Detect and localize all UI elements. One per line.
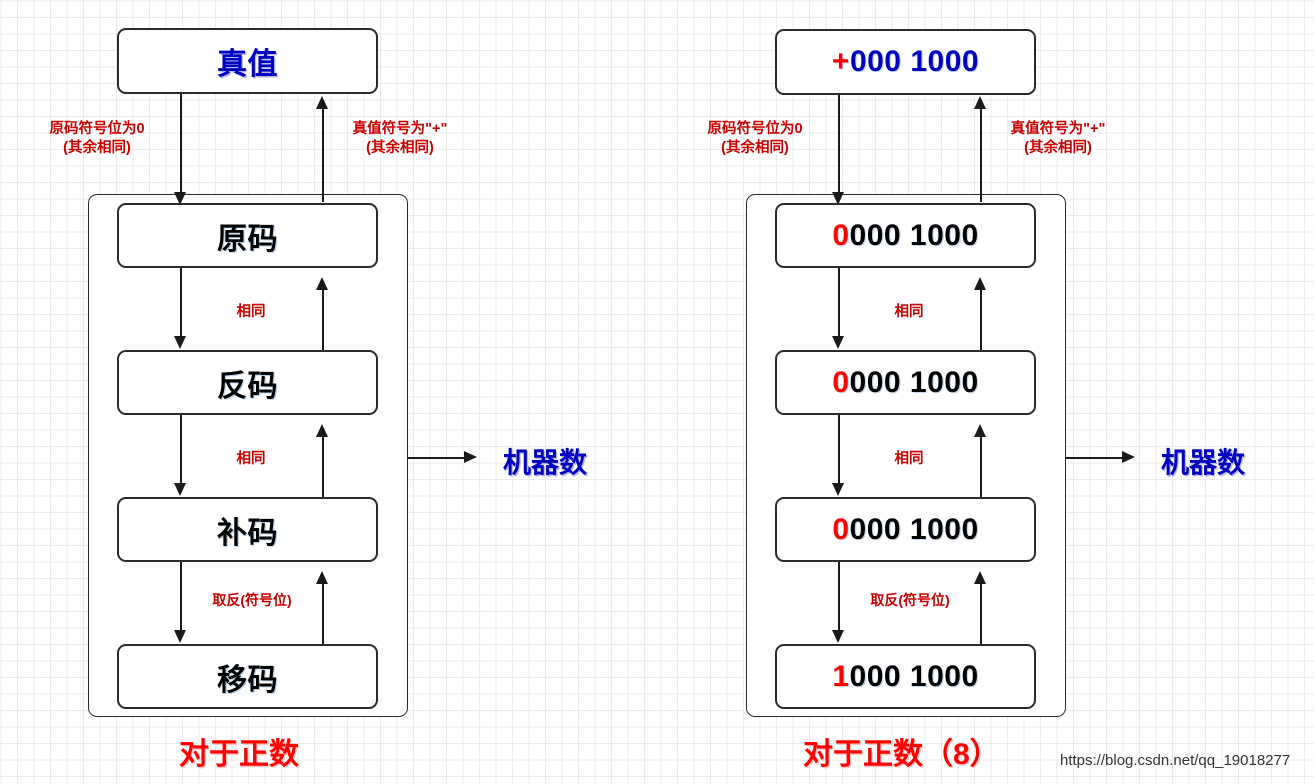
right-machine-number-group bbox=[746, 194, 1066, 717]
right-caption: 对于正数（8） bbox=[803, 738, 1000, 771]
right-edge-truth-to-original-arrow bbox=[832, 192, 844, 205]
right-output-label: 机器数 bbox=[1161, 447, 1246, 478]
right-truth-value-sign: + bbox=[831, 45, 850, 78]
left-inner-edge1-up-arrow bbox=[316, 277, 328, 290]
right-node-twos-complement-rest: 000 1000 bbox=[849, 512, 979, 546]
left-node-shifted-code[interactable]: 移码 bbox=[117, 644, 378, 709]
left-inner-edge3-label: 取反(符号位) bbox=[212, 592, 292, 608]
right-node-twos-complement-label: 0000 1000 bbox=[832, 513, 978, 547]
left-inner-edge3-up-arrow bbox=[316, 571, 328, 584]
right-inner-edge2-up-arrow bbox=[974, 424, 986, 437]
left-inner-edge1-down-arrow bbox=[174, 336, 186, 349]
left-inner-edge3-down-arrow bbox=[174, 630, 186, 643]
right-output-arrow bbox=[1122, 451, 1135, 463]
right-node-shifted-code-label: 1000 1000 bbox=[832, 660, 978, 694]
right-node-shifted-code-sign: 1 bbox=[832, 659, 850, 693]
left-edge-truth-to-original-arrow bbox=[174, 192, 186, 205]
right-truth-value-digits: 000 1000 bbox=[849, 45, 980, 78]
left-edge-original-to-truth-line bbox=[322, 100, 324, 202]
left-edge-truth-to-original-line bbox=[180, 94, 182, 194]
right-inner-edge2-down-arrow bbox=[832, 483, 844, 496]
right-inner-edge2-down-line bbox=[838, 415, 840, 484]
left-inner-edge2-up-arrow bbox=[316, 424, 328, 437]
left-inner-edge1-down-line bbox=[180, 268, 182, 337]
left-inner-edge3-up-line bbox=[322, 575, 324, 644]
right-inner-edge3-down-line bbox=[838, 562, 840, 631]
left-output-line bbox=[408, 457, 466, 459]
right-node-shifted-code[interactable]: 1000 1000 bbox=[775, 644, 1036, 709]
left-caption: 对于正数 bbox=[179, 738, 299, 771]
left-edge-original-to-truth-arrow bbox=[316, 96, 328, 109]
right-inner-edge1-down-line bbox=[838, 268, 840, 337]
right-edge-original-to-truth-label: 真值符号为"+" (其余相同) bbox=[1010, 121, 1106, 156]
right-edge-truth-to-original-label: 原码符号位为0 (其余相同) bbox=[707, 121, 803, 156]
right-truth-value-label: +000 1000 bbox=[832, 45, 979, 79]
right-node-original-code-sign: 0 bbox=[832, 218, 850, 252]
right-node-ones-complement-rest: 000 1000 bbox=[849, 365, 979, 399]
right-node-ones-complement[interactable]: 0000 1000 bbox=[775, 350, 1036, 415]
left-inner-edge2-up-line bbox=[322, 428, 324, 497]
left-node-original-code-label: 原码 bbox=[217, 222, 278, 256]
left-truth-value-node[interactable]: 真值 bbox=[117, 28, 378, 94]
right-node-twos-complement-sign: 0 bbox=[832, 512, 850, 546]
right-node-original-code[interactable]: 0000 1000 bbox=[775, 203, 1036, 268]
left-node-original-code[interactable]: 原码 bbox=[117, 203, 378, 268]
left-node-ones-complement-label: 反码 bbox=[217, 369, 278, 403]
right-inner-edge1-label: 相同 bbox=[894, 304, 924, 320]
left-node-ones-complement[interactable]: 反码 bbox=[117, 350, 378, 415]
right-node-original-code-label: 0000 1000 bbox=[832, 219, 978, 253]
right-node-twos-complement[interactable]: 0000 1000 bbox=[775, 497, 1036, 562]
right-edge-original-to-truth-arrow bbox=[974, 96, 986, 109]
right-inner-edge3-up-line bbox=[980, 575, 982, 644]
left-inner-edge2-label: 相同 bbox=[236, 451, 266, 467]
left-inner-edge1-up-line bbox=[322, 281, 324, 350]
right-node-original-code-rest: 000 1000 bbox=[849, 218, 979, 252]
right-inner-edge1-up-arrow bbox=[974, 277, 986, 290]
right-inner-edge2-up-line bbox=[980, 428, 982, 497]
right-output-line bbox=[1066, 457, 1124, 459]
right-inner-edge3-label: 取反(符号位) bbox=[870, 592, 950, 608]
right-node-shifted-code-rest: 000 1000 bbox=[849, 659, 979, 693]
right-inner-edge2-label: 相同 bbox=[894, 451, 924, 467]
left-inner-edge1-label: 相同 bbox=[236, 304, 266, 320]
left-truth-value-label: 真值 bbox=[217, 48, 278, 81]
right-inner-edge1-up-line bbox=[980, 281, 982, 350]
left-output-arrow bbox=[464, 451, 477, 463]
right-edge-truth-to-original-line bbox=[838, 95, 840, 194]
left-inner-edge3-down-line bbox=[180, 562, 182, 631]
left-node-twos-complement-label: 补码 bbox=[217, 516, 278, 550]
right-node-ones-complement-sign: 0 bbox=[832, 365, 850, 399]
left-output-label: 机器数 bbox=[503, 447, 588, 478]
right-truth-value-node[interactable]: +000 1000 bbox=[775, 29, 1036, 95]
left-machine-number-group bbox=[88, 194, 408, 717]
right-inner-edge1-down-arrow bbox=[832, 336, 844, 349]
right-inner-edge3-down-arrow bbox=[832, 630, 844, 643]
left-edge-original-to-truth-label: 真值符号为"+" (其余相同) bbox=[352, 121, 448, 156]
left-edge-truth-to-original-label: 原码符号位为0 (其余相同) bbox=[49, 121, 145, 156]
left-node-twos-complement[interactable]: 补码 bbox=[117, 497, 378, 562]
right-inner-edge3-up-arrow bbox=[974, 571, 986, 584]
left-node-shifted-code-label: 移码 bbox=[217, 663, 278, 697]
right-node-ones-complement-label: 0000 1000 bbox=[832, 366, 978, 400]
watermark-url: https://blog.csdn.net/qq_19018277 bbox=[1060, 752, 1291, 769]
left-inner-edge2-down-line bbox=[180, 415, 182, 484]
right-edge-original-to-truth-line bbox=[980, 100, 982, 202]
left-inner-edge2-down-arrow bbox=[174, 483, 186, 496]
